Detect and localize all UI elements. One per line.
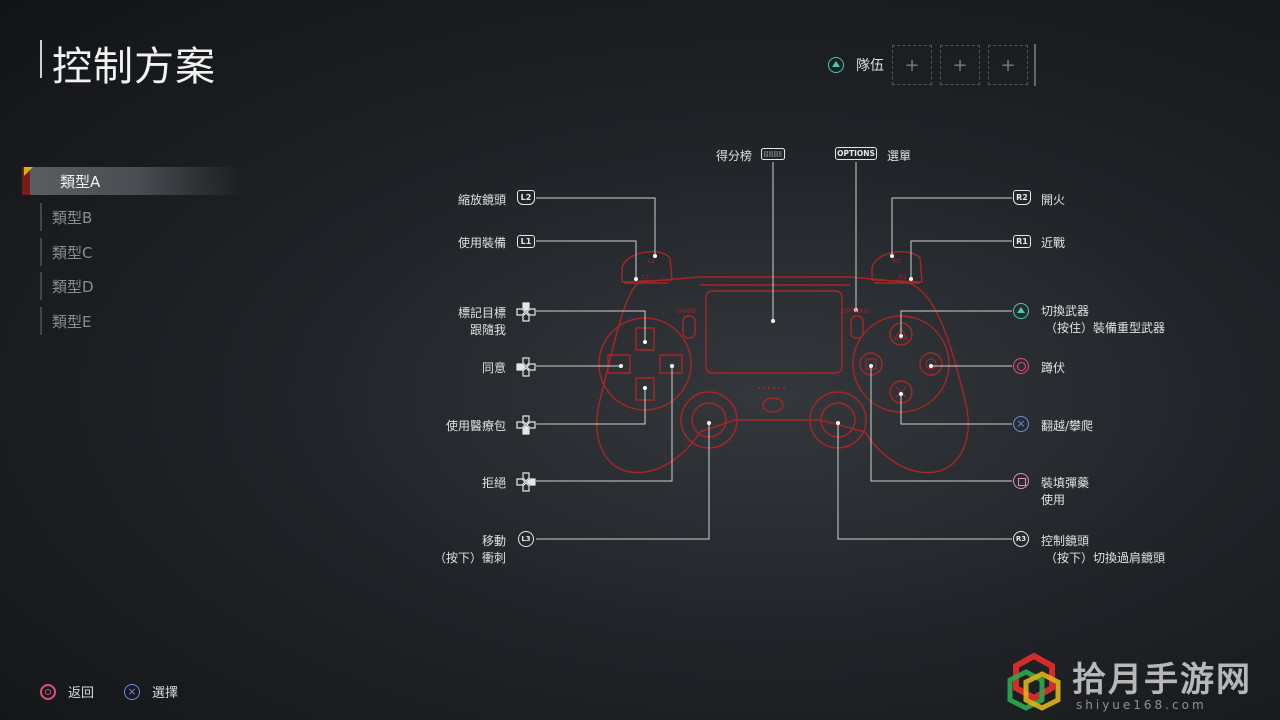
type-item-a[interactable]: 類型A <box>22 167 242 195</box>
squad-divider <box>1034 44 1036 86</box>
r3-button-icon: R3 <box>1013 531 1029 547</box>
ps-button <box>762 397 784 413</box>
label-crouch: 蹲伏 <box>1041 361 1066 375</box>
label-vault: 翻越/攀爬 <box>1041 419 1094 433</box>
watermark: 拾月手游网 shiyue168.com <box>1002 648 1272 716</box>
squad-slot-2[interactable]: + <box>940 45 980 85</box>
label-mark-target: 標記目標 跟隨我 <box>457 306 506 337</box>
face-circle <box>919 352 943 376</box>
type-item-b[interactable]: 類型B <box>40 203 240 231</box>
label-scoreboard: 得分榜 <box>715 149 752 163</box>
label-move: 移動 （按下）衝刺 <box>433 534 506 565</box>
type-item-c[interactable]: 類型C <box>40 238 240 266</box>
r2-button-icon: R2 <box>1013 190 1031 205</box>
touchpad-icon <box>761 148 785 160</box>
label-agree: 同意 <box>481 361 506 375</box>
dpad-up-icon <box>516 302 536 322</box>
dpad-right <box>659 354 683 374</box>
type-item-label: 類型E <box>52 312 92 331</box>
leader-lines <box>536 162 1012 540</box>
type-item-label: 類型B <box>52 208 93 227</box>
triangle-button-icon <box>828 57 844 73</box>
controller-outline <box>596 251 969 474</box>
l3-button-icon: L3 <box>518 531 534 547</box>
cross-button-icon: × <box>1013 416 1029 432</box>
share-button <box>682 315 696 339</box>
label-reload: 裝填彈藥 使用 <box>1041 476 1090 507</box>
label-switch-weapon: 切換武器 （按住）裝備重型武器 <box>1041 304 1166 335</box>
dpad-left-icon <box>516 357 536 377</box>
squad-label: 隊伍 <box>856 58 884 74</box>
leader-dots <box>619 254 933 425</box>
circle-button-icon <box>40 683 56 700</box>
select-prompt[interactable]: × 選擇 <box>124 682 178 701</box>
l2-trigger <box>621 251 673 283</box>
type-item-d[interactable]: 類型D <box>40 272 240 300</box>
label-use-equipment: 使用裝備 <box>457 236 506 250</box>
l2-button-icon: L2 <box>517 190 535 205</box>
label-menu: 選單 <box>887 149 912 163</box>
footer-prompts: 返回 × 選擇 <box>40 682 178 701</box>
back-prompt[interactable]: 返回 <box>40 682 94 701</box>
watermark-url: shiyue168.com <box>1076 698 1207 712</box>
page-title: 控制方案 <box>52 44 216 90</box>
dpad-right-icon <box>516 472 536 492</box>
r1-text: R1 <box>899 275 907 281</box>
square-button-icon <box>1013 473 1029 489</box>
watermark-logo-icon <box>1007 652 1061 711</box>
share-text: SHARE <box>676 309 697 315</box>
type-item-label: 類型A <box>60 172 101 191</box>
type-item-label: 類型C <box>52 243 93 262</box>
r2-text: R2 <box>893 259 901 265</box>
label-use-medkit: 使用醫療包 <box>445 419 506 433</box>
label-fire: 開火 <box>1041 193 1066 207</box>
type-item-e[interactable]: 類型E <box>40 307 240 335</box>
squad-bar: 隊伍 + + + <box>828 44 1036 86</box>
circle-button-icon <box>1013 358 1029 374</box>
select-label: 選擇 <box>152 686 179 701</box>
squad-slot-3[interactable]: + <box>988 45 1028 85</box>
r2-trigger <box>871 251 923 283</box>
face-symbols <box>865 326 937 398</box>
touchpad <box>705 290 843 374</box>
l1-text: L1 <box>642 275 649 281</box>
pad-labels: SHARE OPTIONS L2 L1 R2 R1 <box>642 259 907 315</box>
dpad-down-icon <box>516 415 536 435</box>
controller-body <box>596 276 969 474</box>
l2-text: L2 <box>648 259 655 265</box>
label-refuse: 拒絕 <box>481 476 506 490</box>
label-melee: 近戰 <box>1041 236 1066 250</box>
title-bar: 控制方案 <box>40 40 215 90</box>
squad-slot-1[interactable]: + <box>892 45 932 85</box>
options-text: OPTIONS <box>842 309 869 315</box>
options-badge: OPTIONS <box>835 147 877 160</box>
back-label: 返回 <box>68 686 95 701</box>
selected-corner-icon <box>24 167 33 176</box>
cross-button-icon: × <box>124 683 141 700</box>
triangle-button-icon <box>1013 303 1029 319</box>
options-button <box>850 315 864 339</box>
label-camera: 控制鏡頭 （按下）切換過肩鏡頭 <box>1041 534 1166 565</box>
type-item-label: 類型D <box>52 277 94 296</box>
watermark-text: 拾月手游网 <box>1072 660 1252 700</box>
dpad-down <box>635 377 655 401</box>
dpad-left <box>607 354 631 374</box>
dpad-up <box>635 327 655 351</box>
l1-button-icon: L1 <box>517 235 535 248</box>
label-zoom: 縮放鏡頭 <box>457 193 506 207</box>
r1-button-icon: R1 <box>1013 235 1031 248</box>
